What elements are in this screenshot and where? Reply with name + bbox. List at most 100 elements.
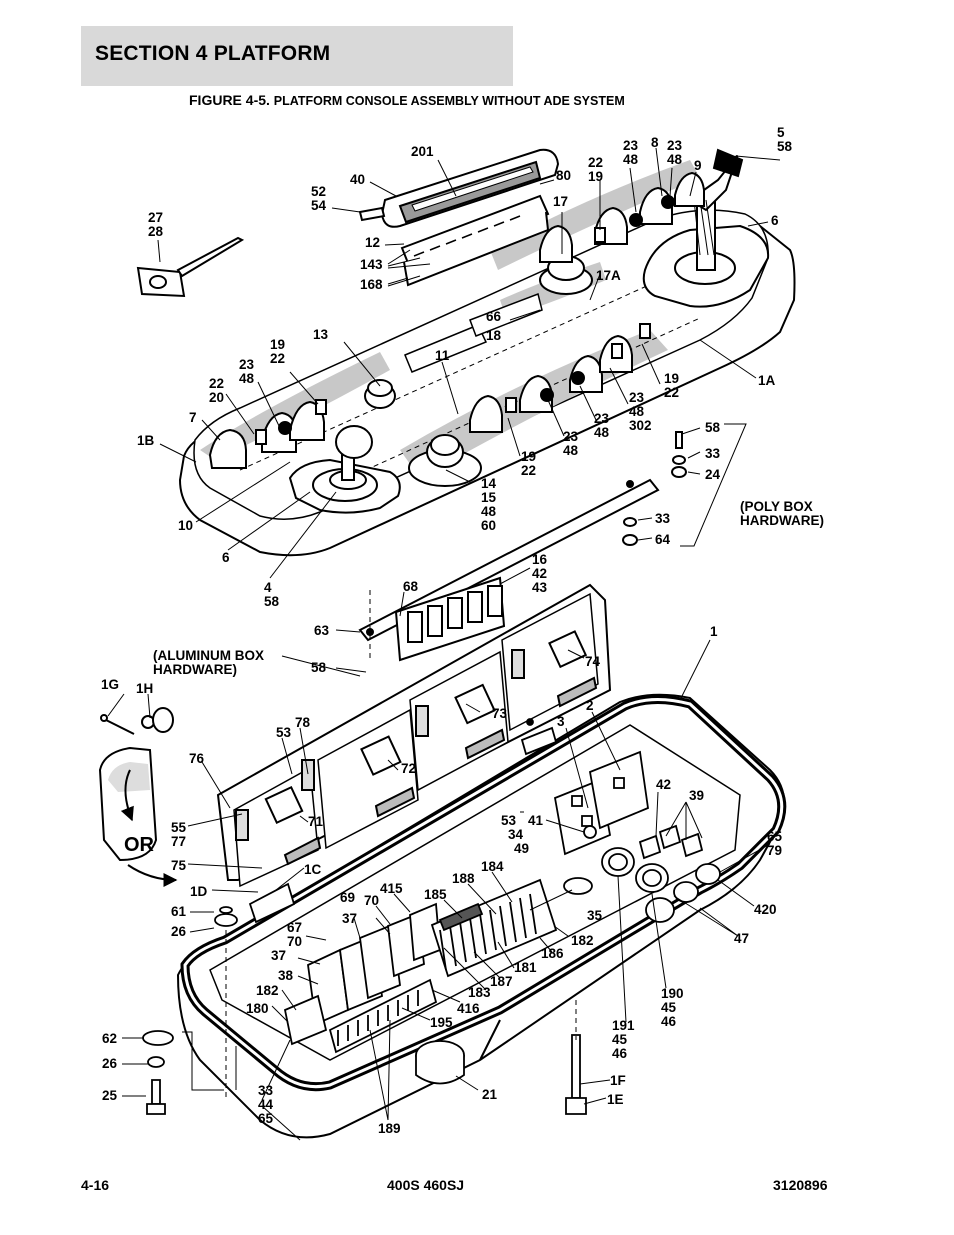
callout-line: 415 [380,881,403,896]
console-buttons [364,255,593,487]
callout-line: 43 [532,580,548,595]
callout-line: 35 [587,908,603,923]
callout-line: 1D [190,884,208,899]
end-cap-alternate [98,707,178,887]
callout-line: 78 [295,715,311,730]
callout-line: 45 [661,1000,677,1015]
callout-line: 182 [571,933,594,948]
callout-line: 188 [452,871,475,886]
callout-line: 74 [585,654,601,669]
callout-line: 23 [667,138,683,153]
callout-label: 68 [403,579,419,594]
callout-line: 46 [661,1014,677,1029]
callout-label: 21 [482,1087,498,1102]
callout-line: 67 [287,920,302,935]
callout-line: 190 [661,986,684,1001]
callout-label: 38 [278,968,294,983]
callout-label: 70 [364,893,379,908]
callout-label: 34 [508,827,524,842]
callout-line: 19 [270,337,285,352]
callout-line: 1F [610,1073,626,1088]
callout-label: 26 [102,1056,118,1071]
callout-line: 420 [754,902,777,917]
callout-label: 184 [481,859,504,874]
callout-line: 187 [490,974,513,989]
alignment-lines [225,590,577,1100]
callout-label: 12 [365,235,380,250]
callout-label: 63 [314,623,330,638]
figure-title: FIGURE 4-5. PLATFORM CONSOLE ASSEMBLY WI… [189,92,625,108]
callout-line: 189 [378,1121,401,1136]
callout-label: 1F [610,1073,626,1088]
callout-label: 180 [246,1001,269,1016]
callout-line: 48 [563,443,579,458]
callout-label: 75 [171,858,187,873]
callout-line: 48 [629,404,645,419]
callout-label: 11 [435,348,450,363]
callout-line: 38 [278,968,294,983]
callout-line: 184 [481,859,504,874]
callout-line: 186 [541,946,564,961]
callout-line: 48 [667,152,683,167]
callout-line: 48 [481,504,497,519]
callout-label: 47 [734,931,749,946]
callout-line: 77 [171,834,186,849]
callout-label: 69 [340,890,355,905]
callout-line: 75 [171,858,187,873]
callout-line: 48 [623,152,639,167]
callout-line: 60 [481,518,496,533]
callout-line: 6 [771,213,779,228]
callout-line: 21 [482,1087,498,1102]
callout-line: 41 [528,813,544,828]
callout-label: 41 [528,813,544,828]
document-number: 3120896 [773,1177,828,1193]
callout-label: 182 [571,933,594,948]
callout-label: 183 [468,985,491,1000]
callout-label: 35 [587,908,603,923]
callout-label: OR [124,834,155,856]
callout-line: 65 [258,1111,274,1126]
callout-label: 33 [655,511,671,526]
callout-line: 33 [655,511,671,526]
callout-label: 40 [350,172,365,187]
callout-label: 3 [557,714,565,729]
callout-line: 195 [430,1015,453,1030]
callout-line: 201 [411,144,434,159]
figure-caption: PLATFORM CONSOLE ASSEMBLY WITHOUT ADE SY… [273,94,625,108]
callout-line: 183 [468,985,491,1000]
callout-line: 13 [313,327,329,342]
callout-line: 3 [557,714,565,729]
callout-label: 1E [607,1092,624,1107]
callout-line: 65 [767,829,783,844]
callout-label: 6 [222,550,230,565]
callout-label: 2 [586,698,594,713]
callout-label: 64 [655,532,671,547]
callout-line: 22 [521,463,536,478]
callout-label: 13 [313,327,329,342]
callout-line: 64 [655,532,671,547]
callout-line: 63 [314,623,330,638]
callout-line: 1C [304,862,322,877]
callout-line: 23 [239,357,255,372]
callout-line: 302 [629,418,652,433]
callout-label: 37 [271,948,286,963]
callout-line: 22 [270,351,285,366]
callout-line: 61 [171,904,187,919]
callout-line: 20 [209,390,224,405]
callout-label: 189 [378,1121,401,1136]
callout-label: 1H [136,681,153,696]
callout-label: 17A [596,268,621,283]
callout-line: 416 [457,1001,480,1016]
callout-line: 23 [594,411,610,426]
callout-line: 19 [521,449,536,464]
callout-line: 23 [623,138,639,153]
callout-line: 33 [258,1083,274,1098]
callout-label: 58 [705,420,721,435]
callout-line: 66 [486,309,502,324]
